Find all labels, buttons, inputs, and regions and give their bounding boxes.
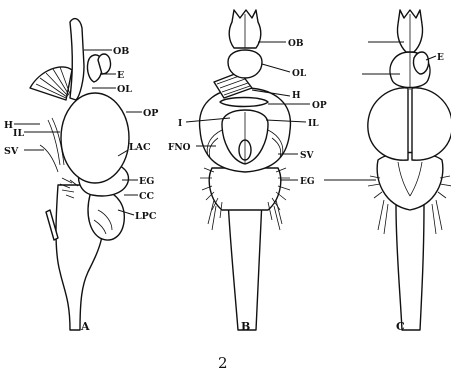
panel-a-label-eg: EG [139,176,154,187]
panel-b-h-bar [220,98,268,107]
panel-c-tectum-left [368,88,408,160]
panel-a-label-ol: OL [117,84,132,95]
panel-a-label-il: IL [13,128,24,139]
panel-b-label-ol: OL [292,69,307,79]
panel-b-olfactory-lobe [228,50,262,78]
panel-c-tectum-right [412,88,451,160]
panel-c-label-e: E [437,53,444,63]
panel-c-cerebellum [377,153,443,211]
panel-b-label-i: I [178,119,182,129]
panel-a-lateral-view: OB E OL OP H IL SV LAC EG CC LPC A [4,19,158,333]
panel-b-label-il: IL [308,119,319,129]
panel-a-optic-tectum [61,93,129,183]
panel-b-label-eg: EG [300,177,315,187]
panel-b-letter: B [241,320,250,333]
panel-a-lower-lobe [88,190,124,240]
panel-c-eye [413,52,428,74]
panel-b-spinal-cord [228,200,262,330]
panel-c-spinal-cord [396,205,424,330]
panel-a-letter: A [80,320,90,333]
panel-b-label-h: H [292,91,301,101]
panel-b-hindbrain [209,168,281,210]
panel-a-label-sv: SV [4,146,19,157]
panel-b-label-ob: OB [288,39,304,49]
panel-a-label-cc: CC [139,191,155,202]
panel-a-label-ob: OB [113,46,129,57]
panel-b-ventral-view: OB OL H OP I IL FNO SV EG B [168,10,327,333]
panel-a-olfactory-tract [70,19,84,100]
panel-b-label-fno: FNO [168,143,191,153]
panel-a-label-e: E [117,70,124,81]
figure-number: 2 [218,354,228,372]
panel-a-label-h: H [4,120,13,131]
panel-a-label-lpc: LPC [135,211,157,222]
panel-c-letter: C [396,320,405,333]
panel-a-nerve-roots [40,118,64,172]
panel-a-label-lac: LAC [129,142,151,153]
panel-b-label-op: OP [312,101,327,111]
panel-b-label-sv: SV [300,151,314,161]
panel-a-label-op: OP [143,108,158,119]
panel-c-dorsal-view: E C [324,10,451,333]
